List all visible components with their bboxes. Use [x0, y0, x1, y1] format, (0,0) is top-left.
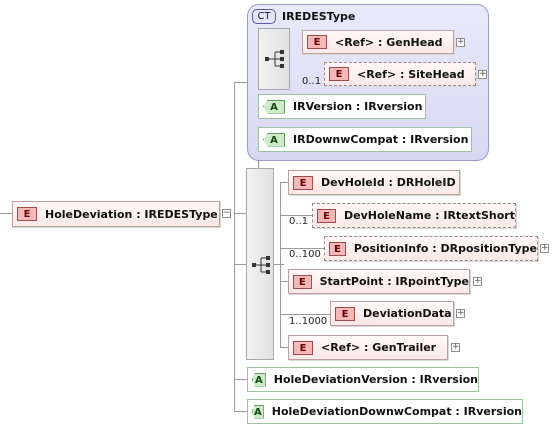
seq-to-gentrailer [280, 347, 288, 348]
element-startpoint[interactable]: E StartPoint : IRpointType [288, 269, 470, 294]
element-gentrailer[interactable]: E <Ref> : GenTrailer [288, 335, 448, 360]
element-icon: E [17, 207, 37, 221]
cardinality-label: 0..1 [302, 76, 322, 87]
seq-vertical-connector [280, 182, 281, 347]
element-icon: E [293, 274, 312, 289]
cardinality-label: 0..100 [289, 249, 321, 260]
attribute-icon: A [252, 404, 264, 419]
root-out-connector [234, 213, 246, 214]
element-icon: E [293, 175, 313, 190]
attribute-holedeviationdownwcompat[interactable]: A HoleDeviationDownwCompat : IRversion [247, 399, 523, 424]
attribute-label: IRVersion : IRversion [293, 100, 423, 113]
complex-type-icon: CT [252, 9, 276, 24]
attribute-icon: A [263, 132, 285, 147]
cardinality-label: 1..1000 [289, 316, 328, 327]
trunk-connector [234, 82, 235, 412]
element-icon: E [293, 340, 313, 355]
sequence-compositor-icon [252, 256, 270, 274]
seq-to-positioninfo [280, 248, 324, 249]
element-label: PositionInfo : DRpositionType [353, 242, 537, 255]
expand-icon[interactable]: + [478, 69, 487, 79]
element-label: DevHoleId : DRHoleID [321, 176, 456, 189]
element-sitehead[interactable]: E <Ref> : SiteHead [324, 62, 476, 86]
seq-to-startpoint [280, 281, 288, 282]
seq-to-deviationdata [280, 314, 330, 315]
element-label: StartPoint : IRpointType [319, 275, 469, 288]
expand-icon[interactable]: + [456, 308, 465, 318]
root-connector [0, 213, 12, 214]
attribute-irversion[interactable]: A IRVersion : IRversion [258, 94, 426, 119]
element-icon: E [307, 35, 327, 49]
root-element-label: HoleDeviation : IREDESType [45, 207, 218, 221]
element-icon: E [329, 67, 349, 81]
seq-to-devholename [280, 215, 312, 216]
trunk-to-attr1 [234, 379, 248, 380]
element-icon: E [317, 208, 336, 223]
element-genhead[interactable]: E <Ref> : GenHead [302, 30, 454, 54]
trunk-to-attr2 [234, 411, 248, 412]
sequence-compositor[interactable] [246, 168, 274, 360]
attribute-label: HoleDeviationDownwCompat : IRversion [271, 405, 522, 418]
element-deviationdata[interactable]: E DeviationData [330, 301, 454, 326]
element-icon: E [335, 306, 355, 321]
attribute-label: IRDownwCompat : IRversion [293, 133, 469, 146]
seq-out-connector [274, 264, 284, 265]
element-devholeid[interactable]: E DevHoleId : DRHoleID [288, 170, 460, 195]
element-devholename[interactable]: E DevHoleName : IRtextShort [312, 203, 516, 228]
attribute-label: HoleDeviationVersion : IRversion [273, 373, 478, 386]
attribute-icon: A [263, 99, 285, 114]
element-positioninfo[interactable]: E PositionInfo : DRpositionType [324, 236, 538, 261]
attribute-icon: A [252, 372, 266, 387]
element-icon: E [329, 241, 346, 256]
element-label: <Ref> : SiteHead [357, 67, 465, 81]
expand-icon[interactable]: + [456, 37, 465, 47]
element-label: DeviationData [363, 307, 452, 320]
complex-type-title: IREDESType [282, 10, 356, 23]
seq-to-devholeid [280, 182, 288, 183]
sequence-compositor-icon [265, 50, 284, 68]
attribute-irdownwcompat[interactable]: A IRDownwCompat : IRversion [258, 127, 472, 152]
expand-icon[interactable]: + [451, 342, 460, 352]
expand-icon[interactable]: + [473, 276, 482, 286]
ct-sequence-compositor[interactable] [258, 28, 290, 90]
trunk-to-seq [234, 264, 246, 265]
element-label: DevHoleName : IRtextShort [344, 209, 515, 222]
collapse-icon[interactable]: − [222, 208, 231, 218]
trunk-to-ct [234, 82, 248, 83]
root-element-holedeviation[interactable]: E HoleDeviation : IREDESType [12, 201, 220, 227]
element-label: <Ref> : GenHead [335, 35, 443, 49]
element-label: <Ref> : GenTrailer [321, 341, 437, 354]
attribute-holedeviationversion[interactable]: A HoleDeviationVersion : IRversion [247, 367, 479, 392]
expand-icon[interactable]: + [540, 243, 549, 253]
cardinality-label: 0..1 [289, 216, 309, 227]
